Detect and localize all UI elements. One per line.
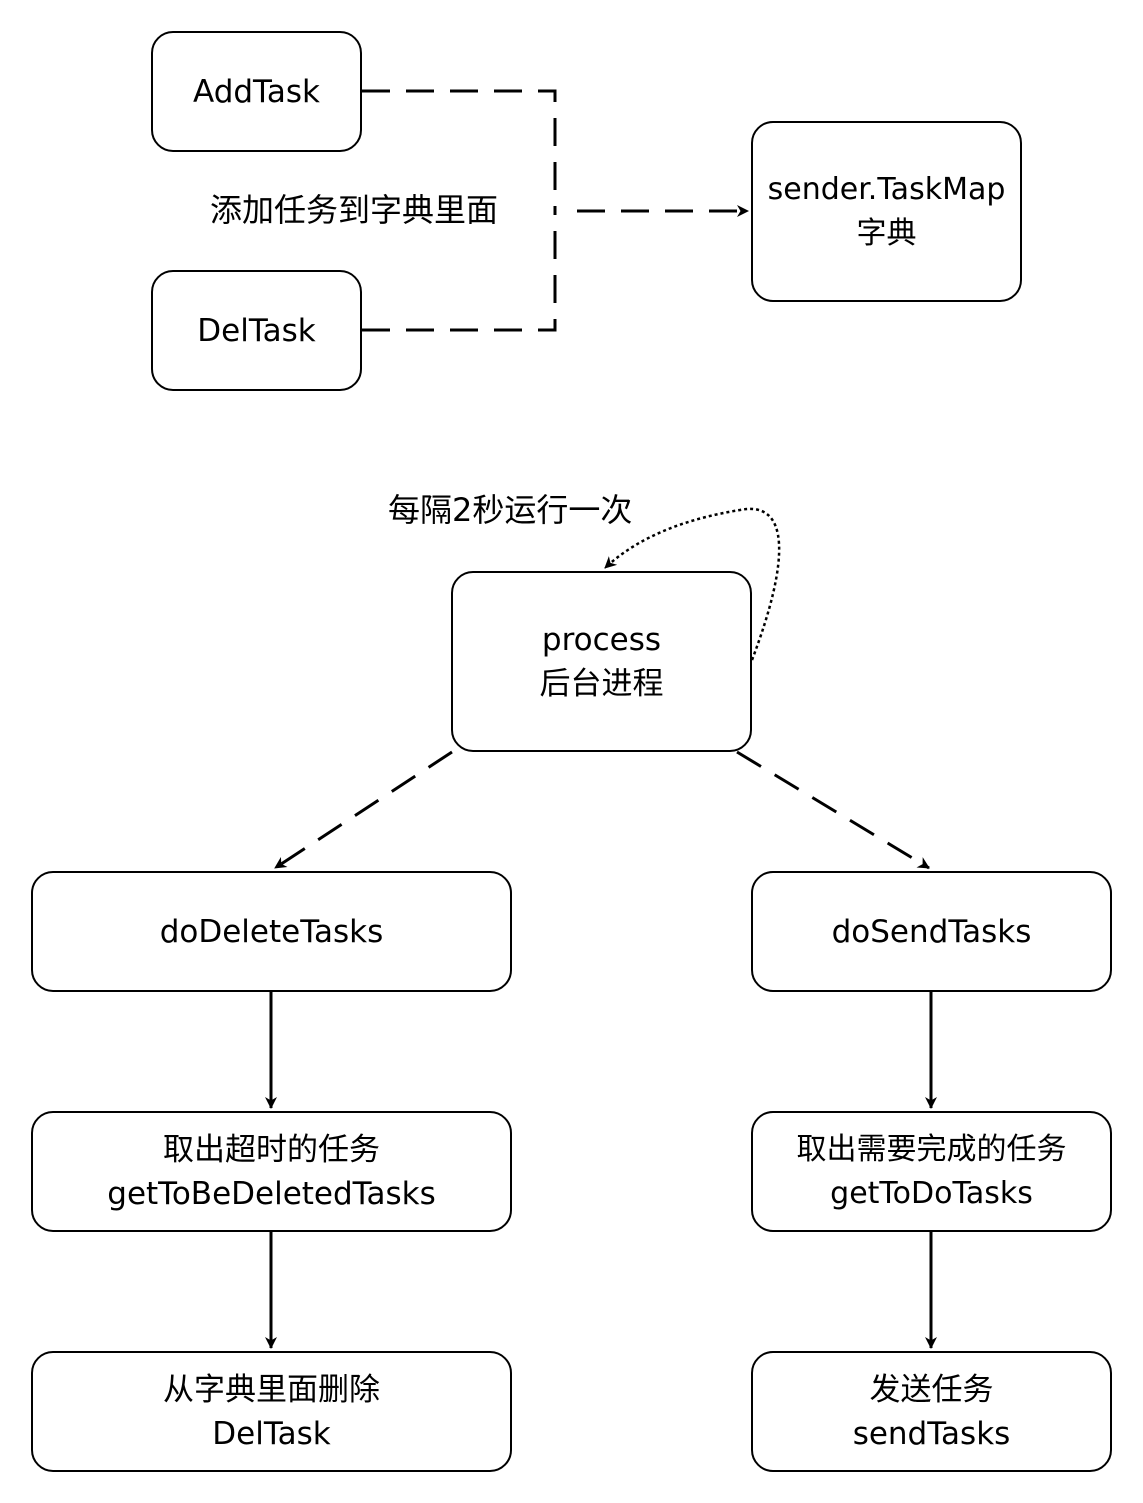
node-get-to-be-deleted: 取出超时的任务 getToBeDeletedTasks	[31, 1111, 512, 1232]
node-addtask: AddTask	[151, 31, 362, 152]
node-process-line-1: process	[541, 621, 662, 658]
node-send-tasks: 发送任务 sendTasks	[751, 1351, 1112, 1472]
node-process: process 后台进程	[451, 571, 752, 752]
label-every-2s: 每隔2秒运行一次	[388, 491, 633, 529]
edge-process-to-dosend	[736, 750, 930, 870]
node-process-line-2: 后台进程	[539, 665, 664, 702]
node-do-delete-tasks: doDeleteTasks	[31, 871, 512, 992]
edge-addtask-to-bracket	[362, 89, 557, 210]
node-get-to-be-deleted-line-2: getToBeDeletedTasks	[107, 1175, 436, 1212]
label-add-to-dict: 添加任务到字典里面	[210, 190, 505, 230]
node-taskmap: sender.TaskMap 字典	[751, 121, 1022, 302]
node-remove-from-dict: 从字典里面删除 DelTask	[31, 1351, 512, 1472]
node-taskmap-line-1: sender.TaskMap	[767, 171, 1006, 207]
node-get-to-be-deleted-line-1: 取出超时的任务	[163, 1131, 380, 1168]
node-addtask-line-1: AddTask	[193, 73, 320, 110]
edge-process-to-dodelete	[274, 750, 453, 870]
node-get-to-do: 取出需要完成的任务 getToDoTasks	[751, 1111, 1112, 1232]
edge-deltask-to-bracket	[362, 210, 557, 332]
node-deltask-line-1: DelTask	[197, 312, 316, 349]
node-remove-from-dict-line-2: DelTask	[212, 1415, 331, 1452]
node-do-send-tasks-line-1: doSendTasks	[831, 913, 1032, 950]
node-send-tasks-line-2: sendTasks	[852, 1415, 1011, 1452]
node-do-delete-tasks-line-1: doDeleteTasks	[159, 913, 384, 950]
edge-process-loop	[604, 507, 781, 661]
node-deltask: DelTask	[151, 270, 362, 391]
node-do-send-tasks: doSendTasks	[751, 871, 1112, 992]
node-remove-from-dict-line-1: 从字典里面删除	[163, 1371, 380, 1408]
node-send-tasks-line-1: 发送任务	[869, 1371, 994, 1408]
node-taskmap-line-2: 字典	[856, 215, 917, 251]
node-get-to-do-line-2: getToDoTasks	[830, 1175, 1033, 1211]
node-get-to-do-line-1: 取出需要完成的任务	[796, 1131, 1067, 1167]
